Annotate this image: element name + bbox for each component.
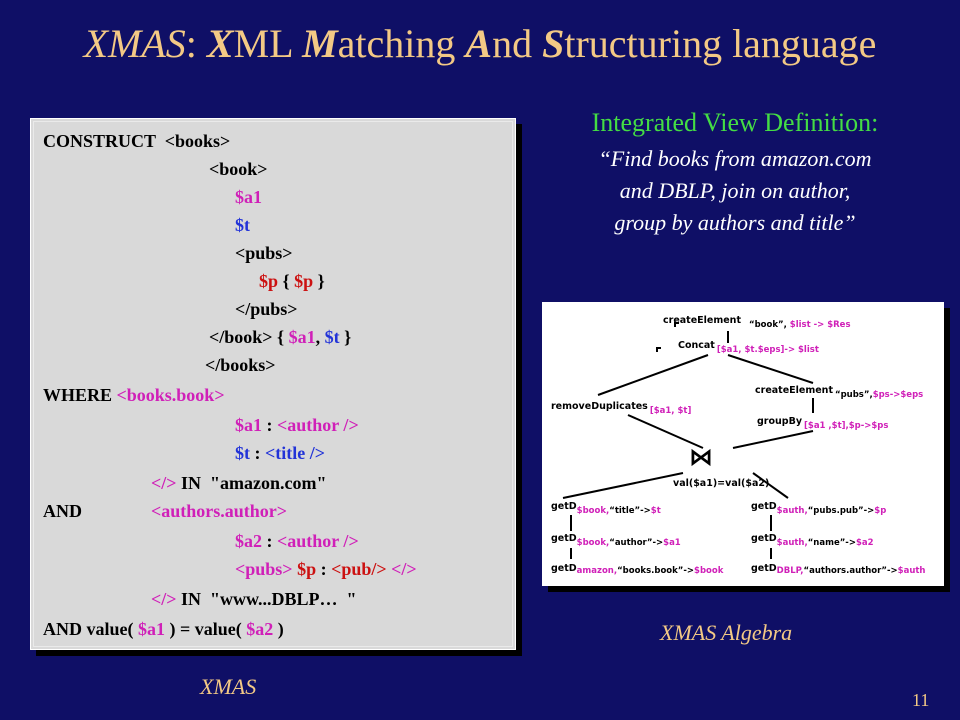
code-line: $p { $p } bbox=[259, 271, 325, 291]
op-getd: getD$book,“title”->$t bbox=[551, 501, 661, 516]
bracket bbox=[674, 322, 679, 327]
code-pattern: <pub/> bbox=[331, 559, 387, 579]
view-definition-heading: Integrated View Definition: bbox=[591, 108, 879, 137]
view-definition-text: “Find books from amazon.com bbox=[598, 146, 872, 171]
code-variable: $a1 bbox=[235, 187, 262, 207]
op-group-by: groupBy[$a1 ,$t],$p->$ps bbox=[757, 416, 888, 431]
title-part: X bbox=[206, 21, 234, 66]
title-part: tructuring language bbox=[564, 21, 877, 66]
op-create-element: createElement“book”, $list -> $Res bbox=[663, 315, 851, 330]
code-line: <pubs> $p : <pub/> </> bbox=[235, 559, 417, 579]
xmas-caption: XMAS bbox=[200, 674, 257, 699]
code-text: , bbox=[315, 327, 325, 347]
code-pattern: <books.book> bbox=[116, 385, 225, 405]
code-text: IN "amazon.com" bbox=[176, 473, 327, 493]
code-text: : bbox=[262, 531, 277, 551]
code-line: AND bbox=[43, 501, 82, 521]
code-line: </> IN "www...DBLP… " bbox=[151, 589, 357, 609]
code-text: ) = value( bbox=[165, 619, 247, 639]
view-definition-text: group by authors and title” bbox=[614, 210, 856, 235]
title-part: M bbox=[302, 21, 338, 66]
code-variable: $p bbox=[259, 271, 279, 291]
title-part: XMAS bbox=[83, 21, 186, 66]
title-part: S bbox=[542, 21, 565, 66]
edge bbox=[562, 472, 684, 499]
code-text: { bbox=[278, 271, 295, 291]
code-line: </book> { $a1, $t } bbox=[209, 327, 351, 347]
code-line: <book> bbox=[209, 159, 268, 179]
code-line: $t : <title /> bbox=[235, 443, 325, 463]
code-text: : bbox=[316, 559, 332, 579]
title-part: ML bbox=[233, 21, 303, 66]
code-pattern: <authors.author> bbox=[151, 501, 288, 521]
code-line: $a1 : <author /> bbox=[235, 415, 359, 435]
code-variable: $p bbox=[292, 559, 317, 579]
op-getd: getD$book,“author”->$a1 bbox=[551, 533, 681, 548]
code-text: ) bbox=[273, 619, 284, 639]
page-number: 11 bbox=[912, 690, 930, 710]
code-text: </book> { bbox=[209, 327, 289, 347]
code-text: : bbox=[262, 415, 277, 435]
op-getd: getD$auth,“pubs.pub”->$p bbox=[751, 501, 886, 516]
op-getd: getD$auth,“name”->$a2 bbox=[751, 533, 874, 548]
code-variable: $a1 bbox=[138, 619, 165, 639]
code-pattern: </> bbox=[151, 473, 177, 493]
title-part: : bbox=[185, 21, 207, 66]
slide-title: XMAS: XML Matching And Structuring langu… bbox=[0, 20, 960, 67]
code-line: AND value( $a1 ) = value( $a2 ) bbox=[43, 619, 284, 639]
code-pattern: <pubs> bbox=[235, 559, 293, 579]
code-text: } bbox=[339, 327, 352, 347]
code-variable: $p bbox=[294, 271, 314, 291]
code-variable: $a1 bbox=[288, 327, 316, 347]
op-concat: Concat[$a1, $t.$eps]-> $list bbox=[678, 340, 819, 355]
edge bbox=[752, 472, 789, 499]
title-part: A bbox=[465, 21, 493, 66]
code-variable: $a2 bbox=[235, 531, 262, 551]
code-keyword: AND bbox=[43, 501, 82, 521]
code-pattern: <author /> bbox=[277, 415, 359, 435]
view-definition-text: and DBLP, join on author, bbox=[619, 178, 851, 203]
code-pattern: </> bbox=[386, 559, 417, 579]
code-text: : bbox=[250, 443, 265, 463]
code-line: $a2 : <author /> bbox=[235, 531, 359, 551]
code-line: CONSTRUCT <books> bbox=[43, 131, 231, 151]
code-line: WHERE <books.book> bbox=[43, 385, 225, 405]
code-text: AND value( bbox=[43, 619, 138, 639]
code-variable: $a1 bbox=[235, 415, 262, 435]
algebra-caption: XMAS Algebra bbox=[660, 620, 793, 645]
code-text: } bbox=[313, 271, 325, 291]
join-condition: val($a1)=val($a2) bbox=[673, 478, 769, 489]
bracket bbox=[656, 347, 661, 352]
code-variable: $a2 bbox=[246, 619, 274, 639]
title-part: atching bbox=[337, 21, 466, 66]
code-variable: $t bbox=[235, 443, 250, 463]
join-icon: ⋈ bbox=[689, 443, 713, 471]
code-pattern: <title /> bbox=[265, 443, 325, 463]
code-box-inner bbox=[33, 121, 513, 647]
xmas-algebra-diagram: createElement“book”, $list -> $Res Conca… bbox=[542, 302, 944, 586]
code-line: </pubs> bbox=[235, 299, 298, 319]
edge bbox=[732, 430, 814, 449]
code-line: </> IN "amazon.com" bbox=[151, 473, 326, 493]
op-remove-duplicates: removeDuplicates[$a1, $t] bbox=[551, 401, 691, 416]
code-variable: $t bbox=[324, 327, 340, 347]
edge bbox=[627, 414, 704, 449]
code-line: <pubs> bbox=[235, 243, 293, 263]
code-line: </books> bbox=[205, 355, 276, 375]
algebra-tree: createElement“book”, $list -> $Res Conca… bbox=[551, 315, 926, 576]
title-part: nd bbox=[492, 21, 543, 66]
code-variable: $t bbox=[235, 215, 250, 235]
op-getd: getDamazon,“books.book”->$book bbox=[551, 563, 724, 576]
code-pattern: <author /> bbox=[277, 531, 359, 551]
xmas-code-box: CONSTRUCT <books> <book> $a1 $t <pubs> $… bbox=[30, 118, 516, 650]
tree-labels: createElement“book”, $list -> $Res Conca… bbox=[551, 315, 926, 576]
tree-edges bbox=[562, 322, 814, 559]
code-keyword: WHERE bbox=[43, 385, 117, 405]
code-text: IN "www...DBLP… " bbox=[176, 589, 357, 609]
edge bbox=[727, 354, 814, 384]
op-getd: getDDBLP,“authors.author”->$auth bbox=[751, 563, 926, 576]
op-create-element: createElement“pubs”,$ps->$eps bbox=[755, 385, 923, 400]
code-pattern: </> bbox=[151, 589, 177, 609]
edge bbox=[597, 354, 709, 396]
